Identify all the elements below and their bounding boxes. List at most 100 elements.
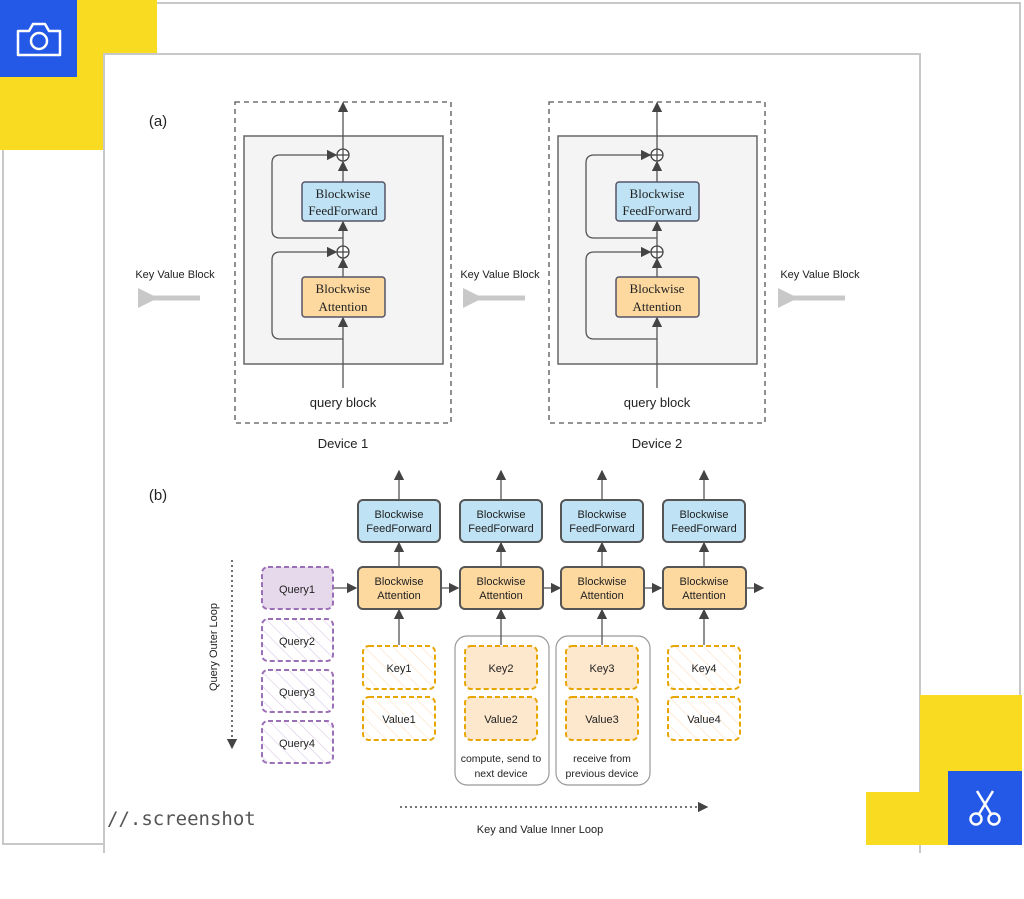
residual-connection [271, 149, 343, 239]
device-label: Device 2 [632, 436, 683, 451]
value-label: Value4 [687, 714, 720, 726]
corner-decoration [866, 792, 948, 845]
key-block [362, 645, 436, 690]
query-block-label: query block [310, 395, 377, 410]
attention-label: Blockwise [316, 281, 371, 296]
attention-label: Blockwise [477, 576, 526, 588]
panel-a-label: (a) [149, 113, 167, 130]
device-group [555, 635, 651, 786]
value-block [362, 696, 436, 741]
attention-block [357, 566, 442, 610]
attention-block [301, 276, 386, 318]
column-4: BlockwiseFeedForwardBlockwiseAttentionKe… [662, 469, 765, 741]
device-caption: next device [474, 768, 527, 780]
feedforward-label: Blockwise [578, 509, 627, 521]
feedforward-label: FeedForward [366, 523, 431, 535]
camera-icon [16, 22, 61, 56]
attention-block [662, 566, 747, 610]
feedforward-label: FeedForward [308, 203, 378, 218]
attention-label: Blockwise [578, 576, 627, 588]
query-block [261, 566, 334, 610]
device-2: BlockwiseFeedForwardBlockwiseAttentionqu… [548, 101, 766, 451]
watermark-text: //.screenshot [107, 808, 256, 830]
feedforward-block [459, 499, 543, 543]
inner-loop-label: Key and Value Inner Loop [477, 824, 603, 836]
query-block-label: query block [624, 395, 691, 410]
feedforward-label: Blockwise [630, 186, 685, 201]
key-label: Key1 [386, 663, 411, 675]
attention-label: Blockwise [680, 576, 729, 588]
feedforward-label: Blockwise [375, 509, 424, 521]
attention-label: Attention [479, 590, 522, 602]
feedforward-label: FeedForward [622, 203, 692, 218]
query-label: Query2 [279, 636, 315, 648]
attention-label: Blockwise [375, 576, 424, 588]
feedforward-block [662, 499, 746, 543]
value-block [464, 696, 538, 741]
feedforward-label: FeedForward [671, 523, 736, 535]
feedforward-label: Blockwise [680, 509, 729, 521]
key-label: Key2 [488, 663, 513, 675]
feedforward-label: FeedForward [468, 523, 533, 535]
camera-button[interactable] [0, 0, 77, 77]
attention-label: Attention [580, 590, 623, 602]
panel-b-label: (b) [149, 487, 167, 504]
attention-label: Attention [632, 299, 682, 314]
panel-a: (a) Key Value Block Key Value Block Key Val… [135, 101, 860, 451]
add-icon [651, 149, 663, 161]
scissors-button[interactable] [948, 771, 1022, 845]
outer-loop-label: Query Outer Loop [208, 603, 220, 691]
attention-block [459, 566, 544, 610]
query-block [261, 618, 334, 662]
value-block [565, 696, 639, 741]
feedforward-block [301, 181, 386, 222]
key-value-block-label: Key Value Block [460, 269, 540, 281]
add-icon [337, 149, 349, 161]
add-icon [651, 246, 663, 258]
value-label: Value3 [585, 714, 618, 726]
residual-connection [271, 246, 343, 340]
query-block [261, 720, 334, 764]
attention-label: Attention [377, 590, 420, 602]
device-label: Device 1 [318, 436, 369, 451]
feedforward-block [615, 181, 700, 222]
feedforward-block [560, 499, 644, 543]
device-caption: compute, send to [461, 753, 542, 765]
add-icon [337, 246, 349, 258]
column-1: BlockwiseFeedForwardBlockwiseAttentionKe… [357, 469, 460, 741]
key-value-block-label: Key Value Block [780, 269, 860, 281]
feedforward-label: Blockwise [477, 509, 526, 521]
feedforward-label: FeedForward [569, 523, 634, 535]
attention-label: Blockwise [630, 281, 685, 296]
device-caption: previous device [566, 768, 639, 780]
device-1: BlockwiseFeedForwardBlockwiseAttentionqu… [234, 101, 452, 451]
query-label: Query3 [279, 687, 315, 699]
value-label: Value1 [382, 714, 415, 726]
query-block [261, 669, 334, 713]
attention-block [560, 566, 645, 610]
key-block [565, 645, 639, 690]
feedforward-block [357, 499, 441, 543]
attention-block [615, 276, 700, 318]
attention-label: Attention [318, 299, 368, 314]
value-label: Value2 [484, 714, 517, 726]
key-label: Key4 [691, 663, 716, 675]
key-label: Key3 [589, 663, 614, 675]
device-caption: receive from [573, 753, 631, 765]
residual-connection [585, 149, 657, 239]
attention-label: Attention [682, 590, 725, 602]
key-block [667, 645, 741, 690]
key-block [464, 645, 538, 690]
value-block [667, 696, 741, 741]
scissors-icon [969, 790, 1001, 826]
device-group [454, 635, 550, 786]
feedforward-label: Blockwise [316, 186, 371, 201]
query-label: Query4 [279, 738, 315, 750]
residual-connection [585, 246, 657, 340]
query-label: Query1 [279, 584, 315, 596]
key-value-block-label: Key Value Block [135, 269, 215, 281]
